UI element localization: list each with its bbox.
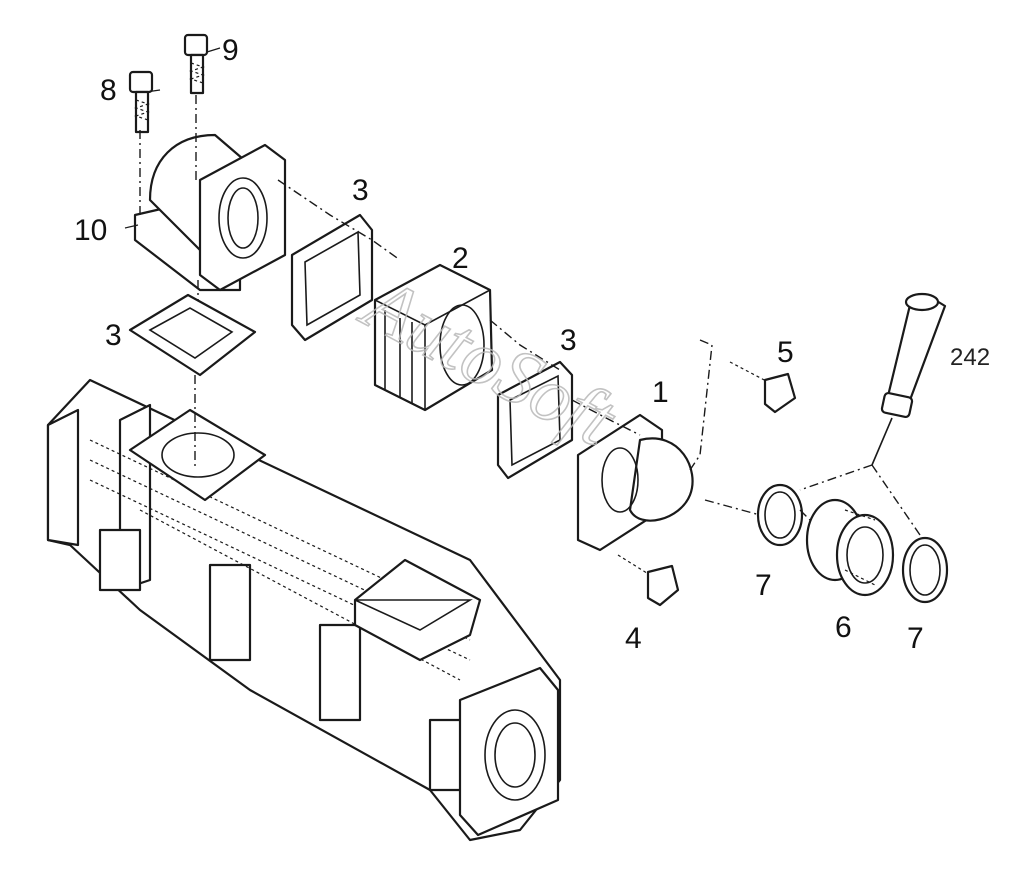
bolt-part-8 [128,70,154,134]
callout-6: 6 [835,611,852,644]
elbow-pipe-part-10 [133,133,287,292]
callout-1: 1 [652,376,669,409]
callout-8: 8 [100,74,117,107]
sensor-probe-part-242 [871,292,947,466]
flange-adapter-part-1 [576,413,694,552]
callout-10: 10 [74,214,107,247]
assembly-centerlines [139,95,921,536]
callout-9: 9 [222,34,239,67]
bolt-part-9 [183,33,209,95]
sleeve-part-2 [373,263,494,412]
gasket-part-3-lower [128,293,257,377]
callout-3-right: 3 [560,324,577,357]
callout-5: 5 [777,336,794,369]
callout-3-left: 3 [105,319,122,352]
callout-3-top: 3 [352,174,369,207]
exhaust-manifold [46,378,562,842]
callout-2: 2 [452,242,469,275]
seal-ring-part-7-left [756,483,804,547]
bolt-part-5 [729,361,797,414]
gasket-part-3-upper [290,213,374,342]
bolt-part-4 [617,554,680,607]
seal-ring-part-7-right [901,536,949,604]
callout-4: 4 [625,622,642,655]
gasket-part-3-right [496,360,574,480]
callout-7-left: 7 [755,569,772,602]
callout-242: 242 [950,344,990,371]
callout-leaders [124,47,221,229]
callout-7-right: 7 [907,622,924,655]
bushing-part-6 [805,498,895,597]
